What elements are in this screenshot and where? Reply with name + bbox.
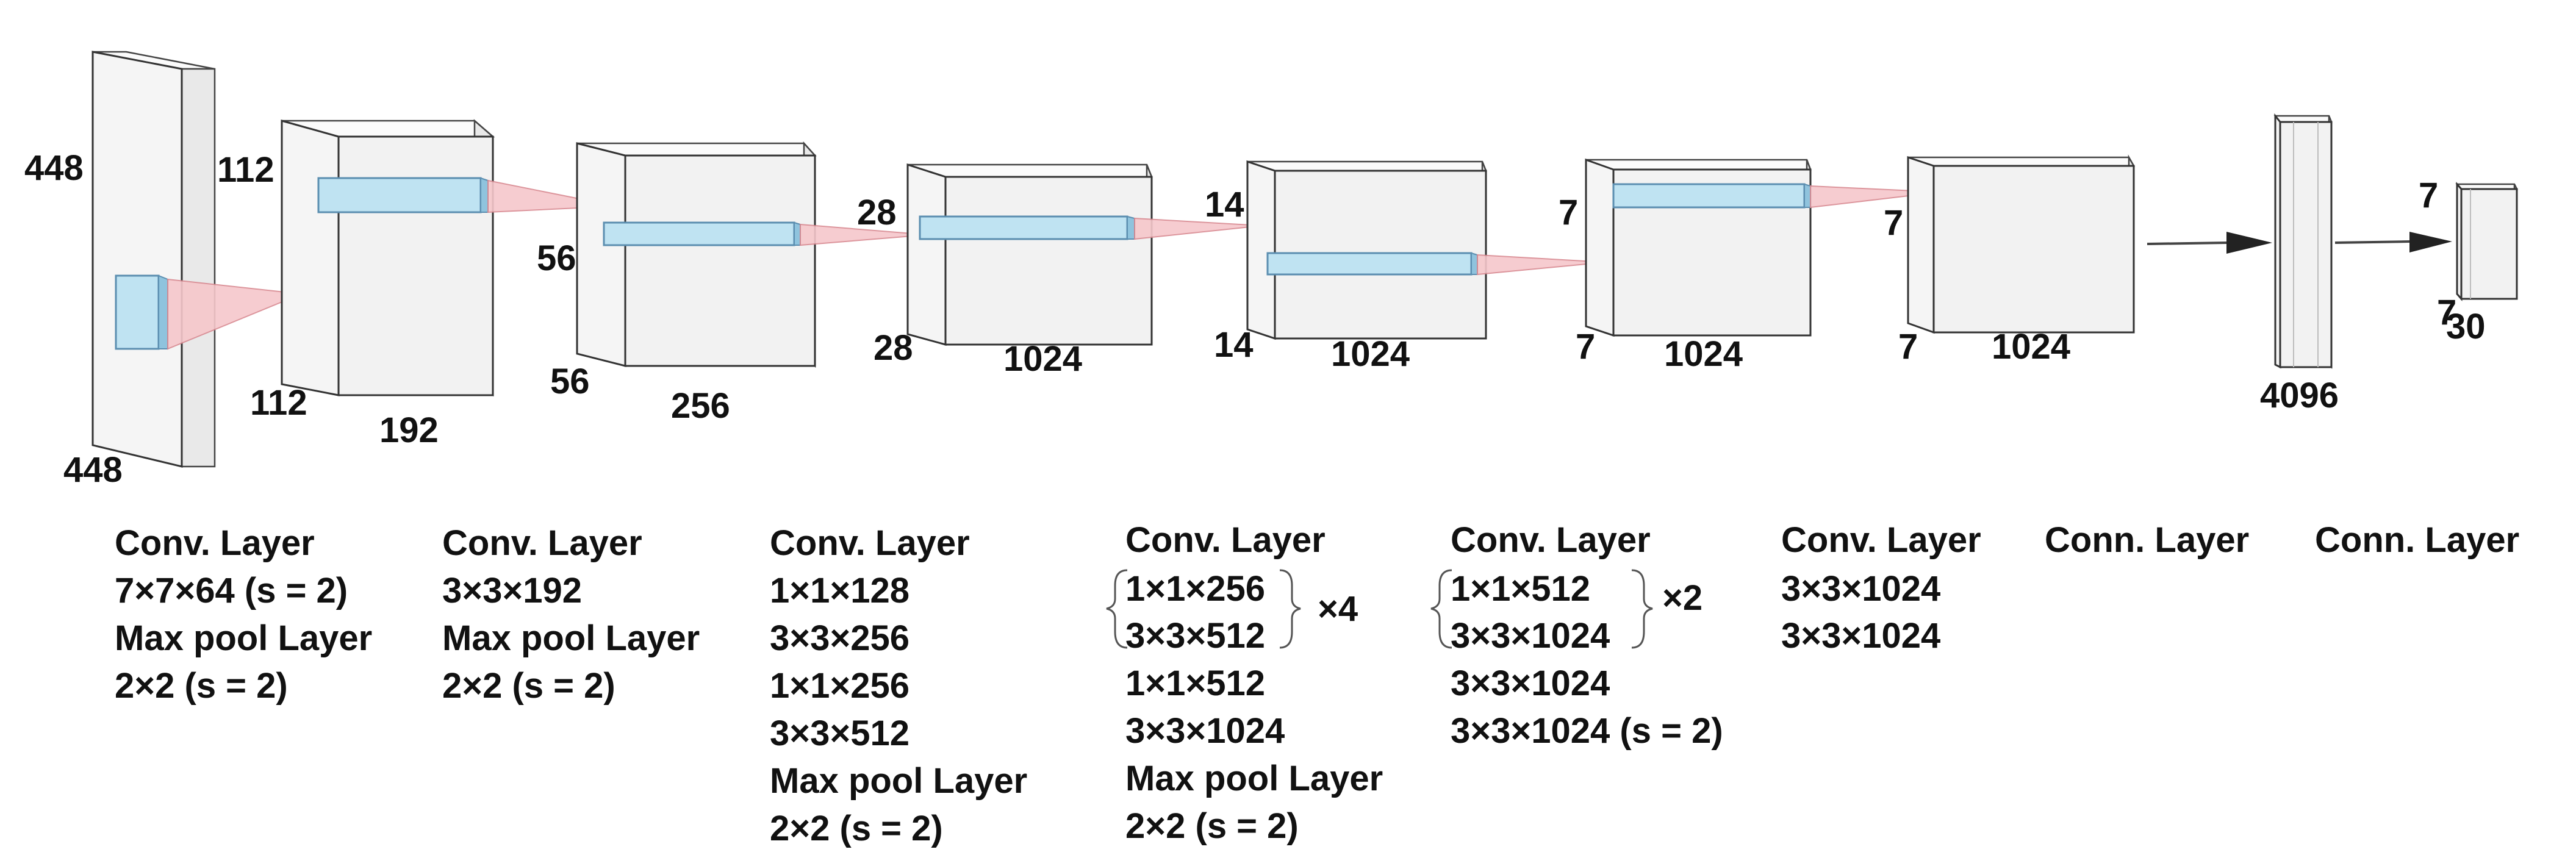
caption-line: 3×3×256 xyxy=(770,618,909,658)
caption-title: Conv. Layer xyxy=(442,523,642,563)
kernel-box xyxy=(1266,252,1473,276)
fc-units-label: 4096 xyxy=(2260,376,2339,415)
block-channels-label: 30 xyxy=(2446,307,2486,346)
block-5: 14 14 1024 xyxy=(1205,160,1606,374)
repeat-count: ×4 xyxy=(1318,589,1358,629)
block-height-label: 7 xyxy=(1884,203,1903,243)
block-channels-label: 256 xyxy=(671,386,730,426)
caption-title: Conv. Layer xyxy=(770,523,970,563)
caption-title: Conv. Layer xyxy=(1781,520,1981,560)
caption-line: Max pool Layer xyxy=(442,618,700,658)
caption-line: 3×3×192 xyxy=(442,571,582,610)
caption-line: 7×7×64 (s = 2) xyxy=(115,571,348,610)
arrow-to-output xyxy=(2334,232,2452,252)
caption-title: Conn. Layer xyxy=(2315,520,2519,560)
caption-line: Max pool Layer xyxy=(115,618,372,658)
caption-line: 1×1×128 xyxy=(770,571,909,610)
block-depth-label: 14 xyxy=(1214,325,1254,365)
caption-line: 3×3×1024 xyxy=(1451,664,1610,703)
block-channels-label: 1024 xyxy=(1331,334,1410,374)
block-channels-label: 1024 xyxy=(1664,334,1743,374)
caption-line: 2×2 (s = 2) xyxy=(1125,806,1299,846)
block-height-label: 7 xyxy=(1559,193,1578,232)
kernel-box xyxy=(919,215,1128,240)
arrow-to-fc xyxy=(2147,232,2272,254)
brace-left xyxy=(1430,569,1452,649)
block-width-label: 448 xyxy=(63,450,123,490)
receptive-field-cone xyxy=(800,223,928,246)
block-height-label: 112 xyxy=(217,150,274,190)
kernel-box xyxy=(317,177,482,213)
block-depth-label: 56 xyxy=(550,362,590,401)
repeat-count: ×2 xyxy=(1662,578,1702,618)
block-output: 7 7 30 xyxy=(2419,176,2519,346)
block-depth-label: 7 xyxy=(1898,327,1918,367)
receptive-field-cone xyxy=(1477,254,1606,276)
caption-4: Conv. Layer 1×1×256 3×3×512 ×4 1×1×512 3… xyxy=(1106,520,1383,846)
block-4: 28 28 1024 xyxy=(857,163,1262,379)
caption-line: 1×1×512 xyxy=(1125,664,1265,703)
caption-line: 3×3×1024 (s = 2) xyxy=(1451,711,1723,751)
caption-line: Max pool Layer xyxy=(770,761,1027,801)
receptive-field-cone xyxy=(1134,217,1262,240)
caption-7: Conn. Layer xyxy=(2045,520,2249,560)
caption-braced-line: 3×3×512 xyxy=(1125,616,1265,656)
brace-right xyxy=(1279,569,1301,649)
caption-line: Max pool Layer xyxy=(1125,759,1383,798)
caption-line: 2×2 (s = 2) xyxy=(442,666,615,706)
block-channels-label: 1024 xyxy=(1992,327,2070,367)
block-6: 7 7 1024 xyxy=(1559,158,1940,374)
block-7: 7 7 1024 xyxy=(1884,154,2136,367)
caption-line: 3×3×1024 xyxy=(1781,616,1940,656)
kernel-box xyxy=(1612,183,1806,209)
caption-5: Conv. Layer 1×1×512 3×3×1024 ×2 3×3×1024… xyxy=(1430,520,1723,751)
caption-line: 3×3×512 xyxy=(770,714,909,753)
caption-2: Conv. Layer 3×3×192 Max pool Layer 2×2 (… xyxy=(442,523,700,706)
brace-left xyxy=(1106,569,1128,649)
block-height-label: 448 xyxy=(24,148,84,188)
caption-title: Conv. Layer xyxy=(1451,520,1651,560)
block-2: 112 112 192 xyxy=(217,119,617,450)
caption-line: 2×2 (s = 2) xyxy=(115,666,288,706)
block-channels-label: 1024 xyxy=(1003,339,1082,379)
block-depth-label: 28 xyxy=(874,328,913,368)
caption-title: Conv. Layer xyxy=(115,523,315,563)
block-input: 448 448 xyxy=(24,51,302,490)
block-height-label: 7 xyxy=(2419,176,2438,215)
block-depth-label: 112 xyxy=(250,383,307,423)
kernel-box xyxy=(603,221,795,246)
caption-1: Conv. Layer 7×7×64 (s = 2) Max pool Laye… xyxy=(115,523,372,706)
block-depth-label: 7 xyxy=(2437,293,2456,332)
block-3: 56 56 256 xyxy=(537,141,928,426)
block-height-label: 56 xyxy=(537,238,576,278)
kernel-box xyxy=(115,274,160,350)
caption-braced-line: 1×1×256 xyxy=(1125,569,1265,609)
block-height-label: 28 xyxy=(857,193,897,232)
block-channels-label: 192 xyxy=(379,410,439,450)
caption-braced-line: 3×3×1024 xyxy=(1451,616,1610,656)
caption-title: Conv. Layer xyxy=(1125,520,1326,560)
receptive-field-cone xyxy=(167,278,302,350)
caption-8: Conn. Layer xyxy=(2315,520,2519,560)
block-height-label: 14 xyxy=(1205,185,1244,224)
block-fc: 4096 xyxy=(2260,113,2339,415)
caption-line: 3×3×1024 xyxy=(1781,569,1940,609)
caption-3: Conv. Layer 1×1×128 3×3×256 1×1×256 3×3×… xyxy=(770,523,1027,848)
brace-right xyxy=(1631,569,1653,649)
caption-title: Conn. Layer xyxy=(2045,520,2249,560)
caption-braced-line: 1×1×512 xyxy=(1451,569,1590,609)
caption-line: 2×2 (s = 2) xyxy=(770,809,943,848)
caption-line: 1×1×256 xyxy=(770,666,909,706)
caption-line: 3×3×1024 xyxy=(1125,711,1285,751)
caption-6: Conv. Layer 3×3×1024 3×3×1024 xyxy=(1781,520,1981,656)
block-depth-label: 7 xyxy=(1576,327,1595,367)
